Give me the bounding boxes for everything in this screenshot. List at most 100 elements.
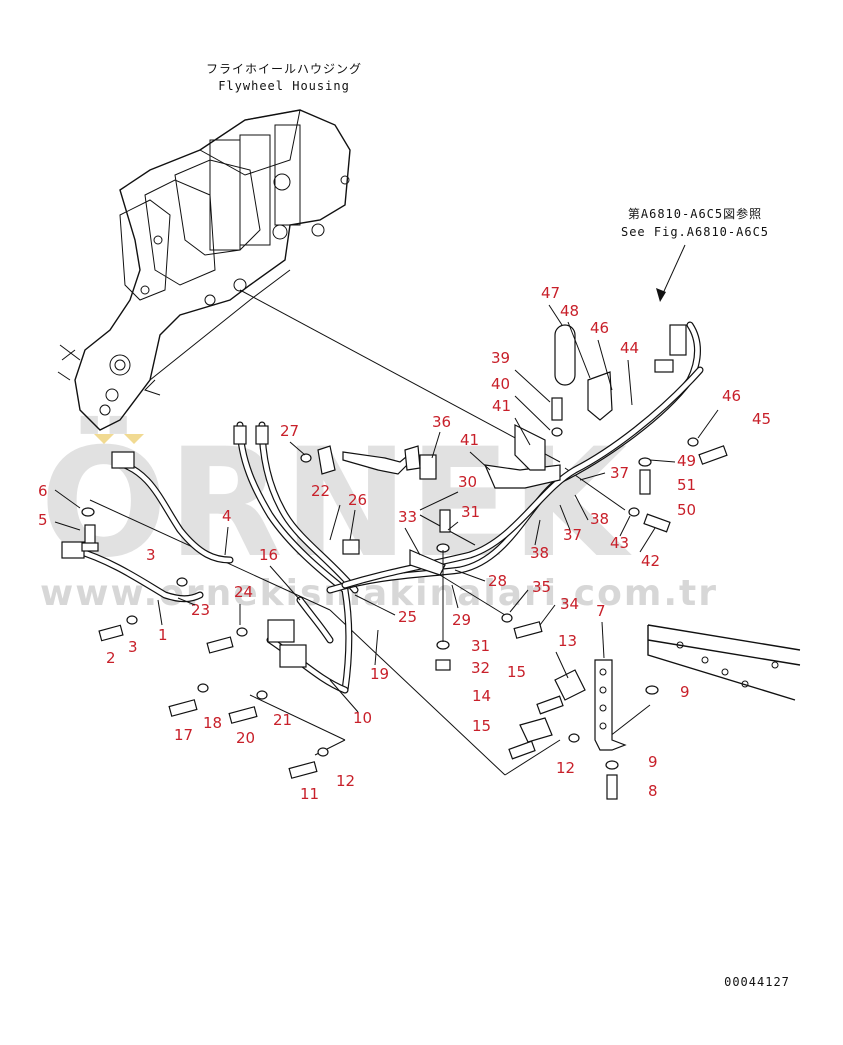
callout-5: 5	[38, 511, 48, 529]
washer-24	[236, 627, 248, 637]
callout-13: 13	[558, 632, 577, 650]
watermark-dots	[94, 434, 144, 444]
callout-leaders	[54, 304, 719, 713]
washer-18	[197, 683, 209, 693]
bolt-15-lower	[508, 740, 536, 760]
callout-45: 45	[752, 410, 771, 428]
callout-42: 42	[641, 552, 660, 570]
reference-caption-jp: 第A6810-A6C5図参照	[628, 206, 762, 221]
washer-51	[638, 457, 652, 467]
callout-8: 8	[648, 782, 658, 800]
bolt-31-upper	[439, 509, 451, 533]
callout-32: 32	[471, 659, 490, 677]
callout-43: 43	[610, 534, 629, 552]
reference-arrow	[656, 244, 686, 302]
callout-15: 15	[507, 663, 526, 681]
callout-38: 38	[590, 510, 609, 528]
callout-9: 9	[680, 683, 690, 701]
callout-2: 2	[106, 649, 116, 667]
washer-9	[645, 685, 659, 695]
callout-22: 22	[311, 482, 330, 500]
flywheel-housing-drawing	[57, 109, 351, 431]
callout-9-lower: 9	[648, 753, 658, 771]
callout-48: 48	[560, 302, 579, 320]
bracket-41	[484, 464, 561, 489]
washer-6	[81, 507, 95, 517]
clip-36	[404, 445, 421, 471]
callout-1: 1	[158, 626, 168, 644]
bolt-45	[698, 445, 728, 465]
callout-26: 26	[348, 491, 367, 509]
callout-31-lower: 31	[471, 637, 490, 655]
callout-39: 39	[491, 349, 510, 367]
callout-4: 4	[222, 507, 232, 525]
washer-3	[126, 615, 138, 625]
clamp-14	[519, 717, 553, 743]
callout-30: 30	[458, 473, 477, 491]
callout-21: 21	[273, 711, 292, 729]
washer-22	[300, 453, 312, 463]
cable-lug-right	[255, 425, 269, 445]
washer-31-lower	[436, 640, 450, 650]
bolt-20	[228, 706, 258, 724]
callout-27: 27	[280, 422, 299, 440]
washer-3-top	[176, 577, 188, 587]
callout-49: 49	[677, 452, 696, 470]
washer-9-lower	[605, 760, 619, 770]
callout-41-lower: 41	[460, 431, 479, 449]
washer-21	[256, 690, 268, 700]
callout-12: 12	[336, 772, 355, 790]
callout-50: 50	[677, 501, 696, 519]
spacer-47	[554, 324, 576, 386]
callout-16: 16	[259, 546, 278, 564]
nut-32	[435, 659, 451, 671]
connector-top-left	[111, 451, 135, 469]
reference-caption-en: See Fig.A6810-A6C5	[621, 225, 769, 239]
clip-48	[587, 371, 613, 421]
bolt-15	[536, 695, 564, 715]
clamp-28	[409, 549, 446, 576]
callout-46: 46	[590, 319, 609, 337]
callout-24: 24	[234, 583, 253, 601]
bolt-5	[81, 524, 99, 552]
callout-51: 51	[677, 476, 696, 494]
callout-7: 7	[596, 602, 606, 620]
bolt-11	[288, 761, 318, 779]
callout-35: 35	[532, 578, 551, 596]
callout-25: 25	[398, 608, 417, 626]
callout-33: 33	[398, 508, 417, 526]
callout-28: 28	[488, 572, 507, 590]
callout-44: 44	[620, 339, 639, 357]
connectors	[61, 324, 687, 668]
bolt-23	[206, 636, 234, 654]
bolt-2	[98, 624, 124, 642]
callout-11: 11	[300, 785, 319, 803]
callout-47: 47	[541, 284, 560, 302]
bracket-7	[594, 659, 627, 751]
callout-23: 23	[191, 601, 210, 619]
flywheel-housing-title-en: Flywheel Housing	[218, 79, 350, 93]
relay-block-lower	[279, 644, 307, 668]
callout-19: 19	[370, 665, 389, 683]
cable-lug-left	[233, 425, 247, 445]
brackets	[317, 371, 627, 751]
flywheel-housing-title-jp: フライホイールハウジング	[206, 62, 362, 76]
washer-43	[628, 507, 640, 517]
washer-40	[551, 427, 563, 437]
cable-harness	[71, 321, 704, 694]
callout-46-right: 46	[722, 387, 741, 405]
callout-10: 10	[353, 709, 372, 727]
clamp-13	[554, 669, 586, 701]
bolt-50	[639, 469, 651, 495]
bracket-41-upper	[514, 424, 546, 471]
callout-14: 14	[472, 687, 491, 705]
clip-27	[317, 445, 336, 475]
bolt-34	[513, 621, 543, 639]
drawing-number: 00044127	[724, 975, 790, 989]
fasteners	[81, 397, 728, 800]
bolt-8	[606, 774, 618, 800]
callout-34: 34	[560, 595, 579, 613]
washer-46	[687, 437, 699, 447]
callout-3-lower: 3	[128, 638, 138, 656]
